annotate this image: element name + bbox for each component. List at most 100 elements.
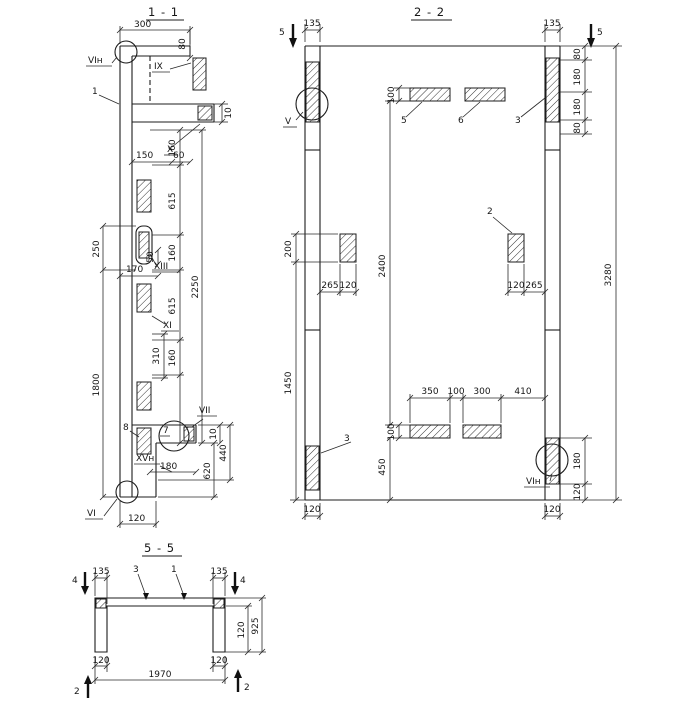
dim-180-b: 180 — [573, 98, 583, 115]
edge-key-hatch — [305, 445, 320, 491]
rebar-hatch — [136, 381, 152, 411]
section-title: 5 - 5 — [144, 541, 175, 555]
dim-10-bottom: 10 — [209, 428, 219, 440]
dim-310: 310 — [152, 347, 162, 364]
cut-marks — [81, 572, 242, 698]
part-leader-7: 7 — [163, 426, 169, 436]
dim-180-br: 180 — [573, 452, 583, 469]
embed-plate-hatch — [462, 424, 502, 439]
dim-50: 50 — [146, 251, 156, 263]
corner-hatch — [213, 598, 225, 609]
key-ix-hatch — [192, 57, 207, 91]
part-leader-1: 1 — [92, 87, 98, 97]
detail-marker-xvh: XVн — [136, 454, 154, 464]
panel-elevation — [304, 45, 561, 501]
detail-marker-vi: VI — [87, 509, 96, 519]
dim-410: 410 — [514, 387, 531, 397]
part-leader-1: 1 — [171, 565, 177, 575]
detail-circle-vih — [114, 40, 138, 64]
dim-10-top: 10 — [224, 107, 234, 119]
embed-plate-hatch — [339, 233, 357, 263]
dim-250: 250 — [92, 240, 102, 257]
dim-160-c: 160 — [168, 349, 178, 366]
panel-profile — [119, 45, 215, 498]
rebar-hatch — [136, 179, 152, 213]
part-leader-3-top: 3 — [515, 116, 521, 126]
dim-120-left: 120 — [339, 281, 356, 291]
dim-100-mid: 100 — [447, 387, 464, 397]
dim-120-bottom-left: 120 — [303, 505, 320, 515]
cut-mark-4-right: 4 — [240, 576, 246, 586]
dim-265-right: 265 — [525, 281, 542, 291]
detail-circle-v — [295, 87, 329, 121]
slot-hatch — [138, 231, 150, 259]
embed-plate-hatch — [409, 424, 451, 439]
detail-marker-vih: VIн — [88, 56, 103, 66]
dim-2400: 2400 — [378, 254, 388, 277]
part-leader-6: 6 — [458, 116, 464, 126]
detail-marker-vii: VII — [199, 406, 210, 416]
cut-mark-4-left: 4 — [72, 576, 78, 586]
dim-135-left: 135 — [303, 19, 320, 29]
detail-marker-vih: VIн — [526, 477, 541, 487]
detail-marker-ix: IX — [154, 62, 163, 72]
dimension-lines — [290, 24, 622, 520]
section-title: 1 - 1 — [148, 5, 179, 19]
cut-mark-5-right: 5 — [597, 28, 603, 38]
detail-marker-xiii: XIII — [154, 262, 168, 272]
dim-450: 450 — [378, 458, 388, 475]
edge-key-hatch — [545, 437, 560, 485]
dim-1450: 1450 — [284, 371, 294, 394]
channel-profile — [94, 597, 226, 653]
dim-ticks — [292, 26, 620, 520]
dim-1970: 1970 — [149, 670, 172, 680]
part-leader-8: 8 — [123, 423, 129, 433]
section-1-1: 1 - 1 — [85, 5, 234, 528]
dimension-lines — [98, 26, 234, 528]
detail-marker-v: V — [285, 117, 292, 127]
dim-120: 120 — [128, 514, 145, 524]
embed-plate-hatch — [409, 87, 451, 102]
dim-3280: 3280 — [604, 263, 614, 286]
dim-170: 170 — [126, 265, 143, 275]
dim-160-b: 160 — [168, 244, 178, 261]
cut-marks — [289, 24, 595, 48]
dim-120-bottom-right: 120 — [543, 505, 560, 515]
dim-ticks — [99, 26, 234, 528]
dim-440: 440 — [219, 444, 229, 461]
dim-120-bottom-right: 120 — [210, 656, 227, 666]
dim-1800: 1800 — [92, 373, 102, 396]
part-leader-3-low: 3 — [344, 434, 350, 444]
section-2-2: 2 - 2 — [279, 5, 622, 520]
section-5-5: 5 - 5 4 4 1 — [72, 541, 266, 698]
embed-plate-hatch — [507, 233, 525, 263]
dim-100-low: 100 — [387, 423, 397, 440]
dim-120-right: 120 — [237, 621, 247, 638]
dim-135-right: 135 — [210, 567, 227, 577]
cut-mark-2-right: 2 — [244, 683, 250, 693]
dim-80: 80 — [178, 38, 188, 50]
dim-180-a: 180 — [573, 68, 583, 85]
dim-120-bottom-left: 120 — [92, 656, 109, 666]
detail-circle-7 — [158, 420, 190, 452]
dim-80-a: 80 — [573, 48, 583, 60]
dim-2250: 2250 — [191, 275, 201, 298]
dim-135-right: 135 — [543, 19, 560, 29]
section-title: 2 - 2 — [414, 5, 445, 19]
cut-mark-2-left: 2 — [74, 687, 80, 697]
dim-100-top: 100 — [387, 86, 397, 103]
dim-160-a: 160 — [168, 139, 178, 156]
dim-120-br: 120 — [573, 483, 583, 500]
corner-hatch — [95, 598, 107, 609]
detail-circle-vi — [115, 480, 139, 504]
rebar-hatch — [136, 283, 152, 313]
detail-circle-vih — [535, 443, 569, 477]
edge-key-hatch — [305, 61, 320, 123]
hatch-blocks — [305, 57, 560, 491]
dim-ticks — [91, 574, 266, 684]
key-x-hatch — [197, 105, 213, 121]
hatch-blocks — [135, 57, 213, 455]
dim-925: 925 — [251, 617, 261, 634]
